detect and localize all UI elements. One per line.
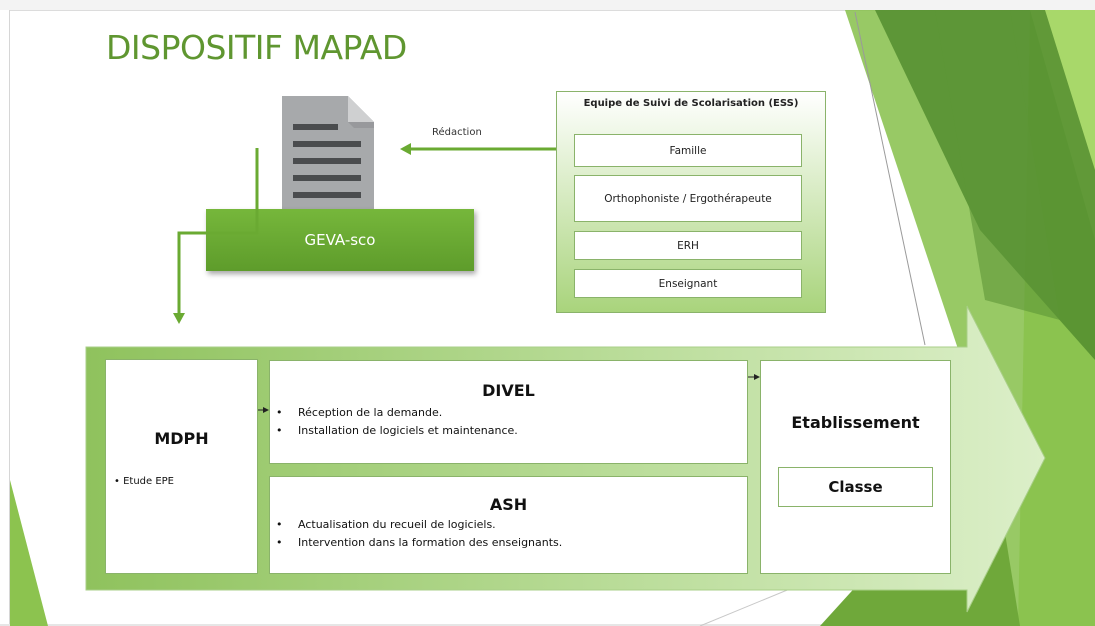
document-fold (348, 96, 374, 122)
ash-item: Intervention dans la formation des ensei… (298, 536, 563, 549)
slide-title: DISPOSITIF MAPAD (106, 28, 407, 67)
ess-panel: Equipe de Suivi de Scolarisation (ESS) F… (556, 91, 826, 313)
ash-item: Actualisation du recueil de logiciels. (298, 518, 496, 531)
list-item: •Intervention dans la formation des ense… (276, 536, 563, 549)
classe-box: Classe (778, 467, 933, 507)
mdph-title: MDPH (154, 429, 209, 448)
window-bottom-edge (0, 624, 1095, 626)
deco-shape-dark-band-2 (935, 10, 1060, 320)
divel-box: DIVEL •Réception de la demande. •Install… (269, 360, 748, 464)
document-line (293, 124, 338, 130)
list-item: •Installation de logiciels et maintenanc… (276, 424, 518, 437)
deco-shape-bottom-left (10, 480, 48, 626)
redaction-label: Rédaction (432, 127, 482, 138)
window-left-edge (0, 10, 10, 624)
ash-list: •Actualisation du recueil de logiciels. … (276, 516, 562, 552)
divel-title: DIVEL (482, 381, 535, 400)
divel-list: •Réception de la demande. •Installation … (276, 404, 518, 440)
document-line (293, 192, 361, 198)
ess-item-famille: Famille (574, 134, 802, 167)
ess-item-enseignant: Enseignant (574, 269, 802, 298)
document-fold-shadow (348, 122, 374, 128)
deco-thin-line (854, 11, 926, 346)
divel-item: Réception de la demande. (298, 406, 443, 419)
etablissement-box: Etablissement Classe (760, 360, 951, 574)
ash-box: ASH •Actualisation du recueil de logicie… (269, 476, 748, 574)
ess-title: Equipe de Suivi de Scolarisation (ESS) (583, 98, 799, 109)
list-item: •Actualisation du recueil de logiciels. (276, 518, 496, 531)
document-line (293, 175, 361, 181)
etablissement-title: Etablissement (791, 413, 920, 432)
ash-title: ASH (489, 495, 528, 514)
ess-item-erh: ERH (574, 231, 802, 260)
divel-item: Installation de logiciels et maintenance… (298, 424, 518, 437)
document-icon (282, 96, 374, 214)
ess-item-orthophoniste: Orthophoniste / Ergothérapeute (574, 175, 802, 222)
window-top-edge (0, 0, 1095, 11)
mdph-note-text: Etude EPE (123, 476, 175, 487)
list-item: •Réception de la demande. (276, 406, 443, 419)
mdph-box: MDPH • Etude EPE (105, 359, 258, 574)
document-line (293, 158, 361, 164)
document-line (293, 141, 361, 147)
mdph-note: • Etude EPE (114, 476, 175, 487)
